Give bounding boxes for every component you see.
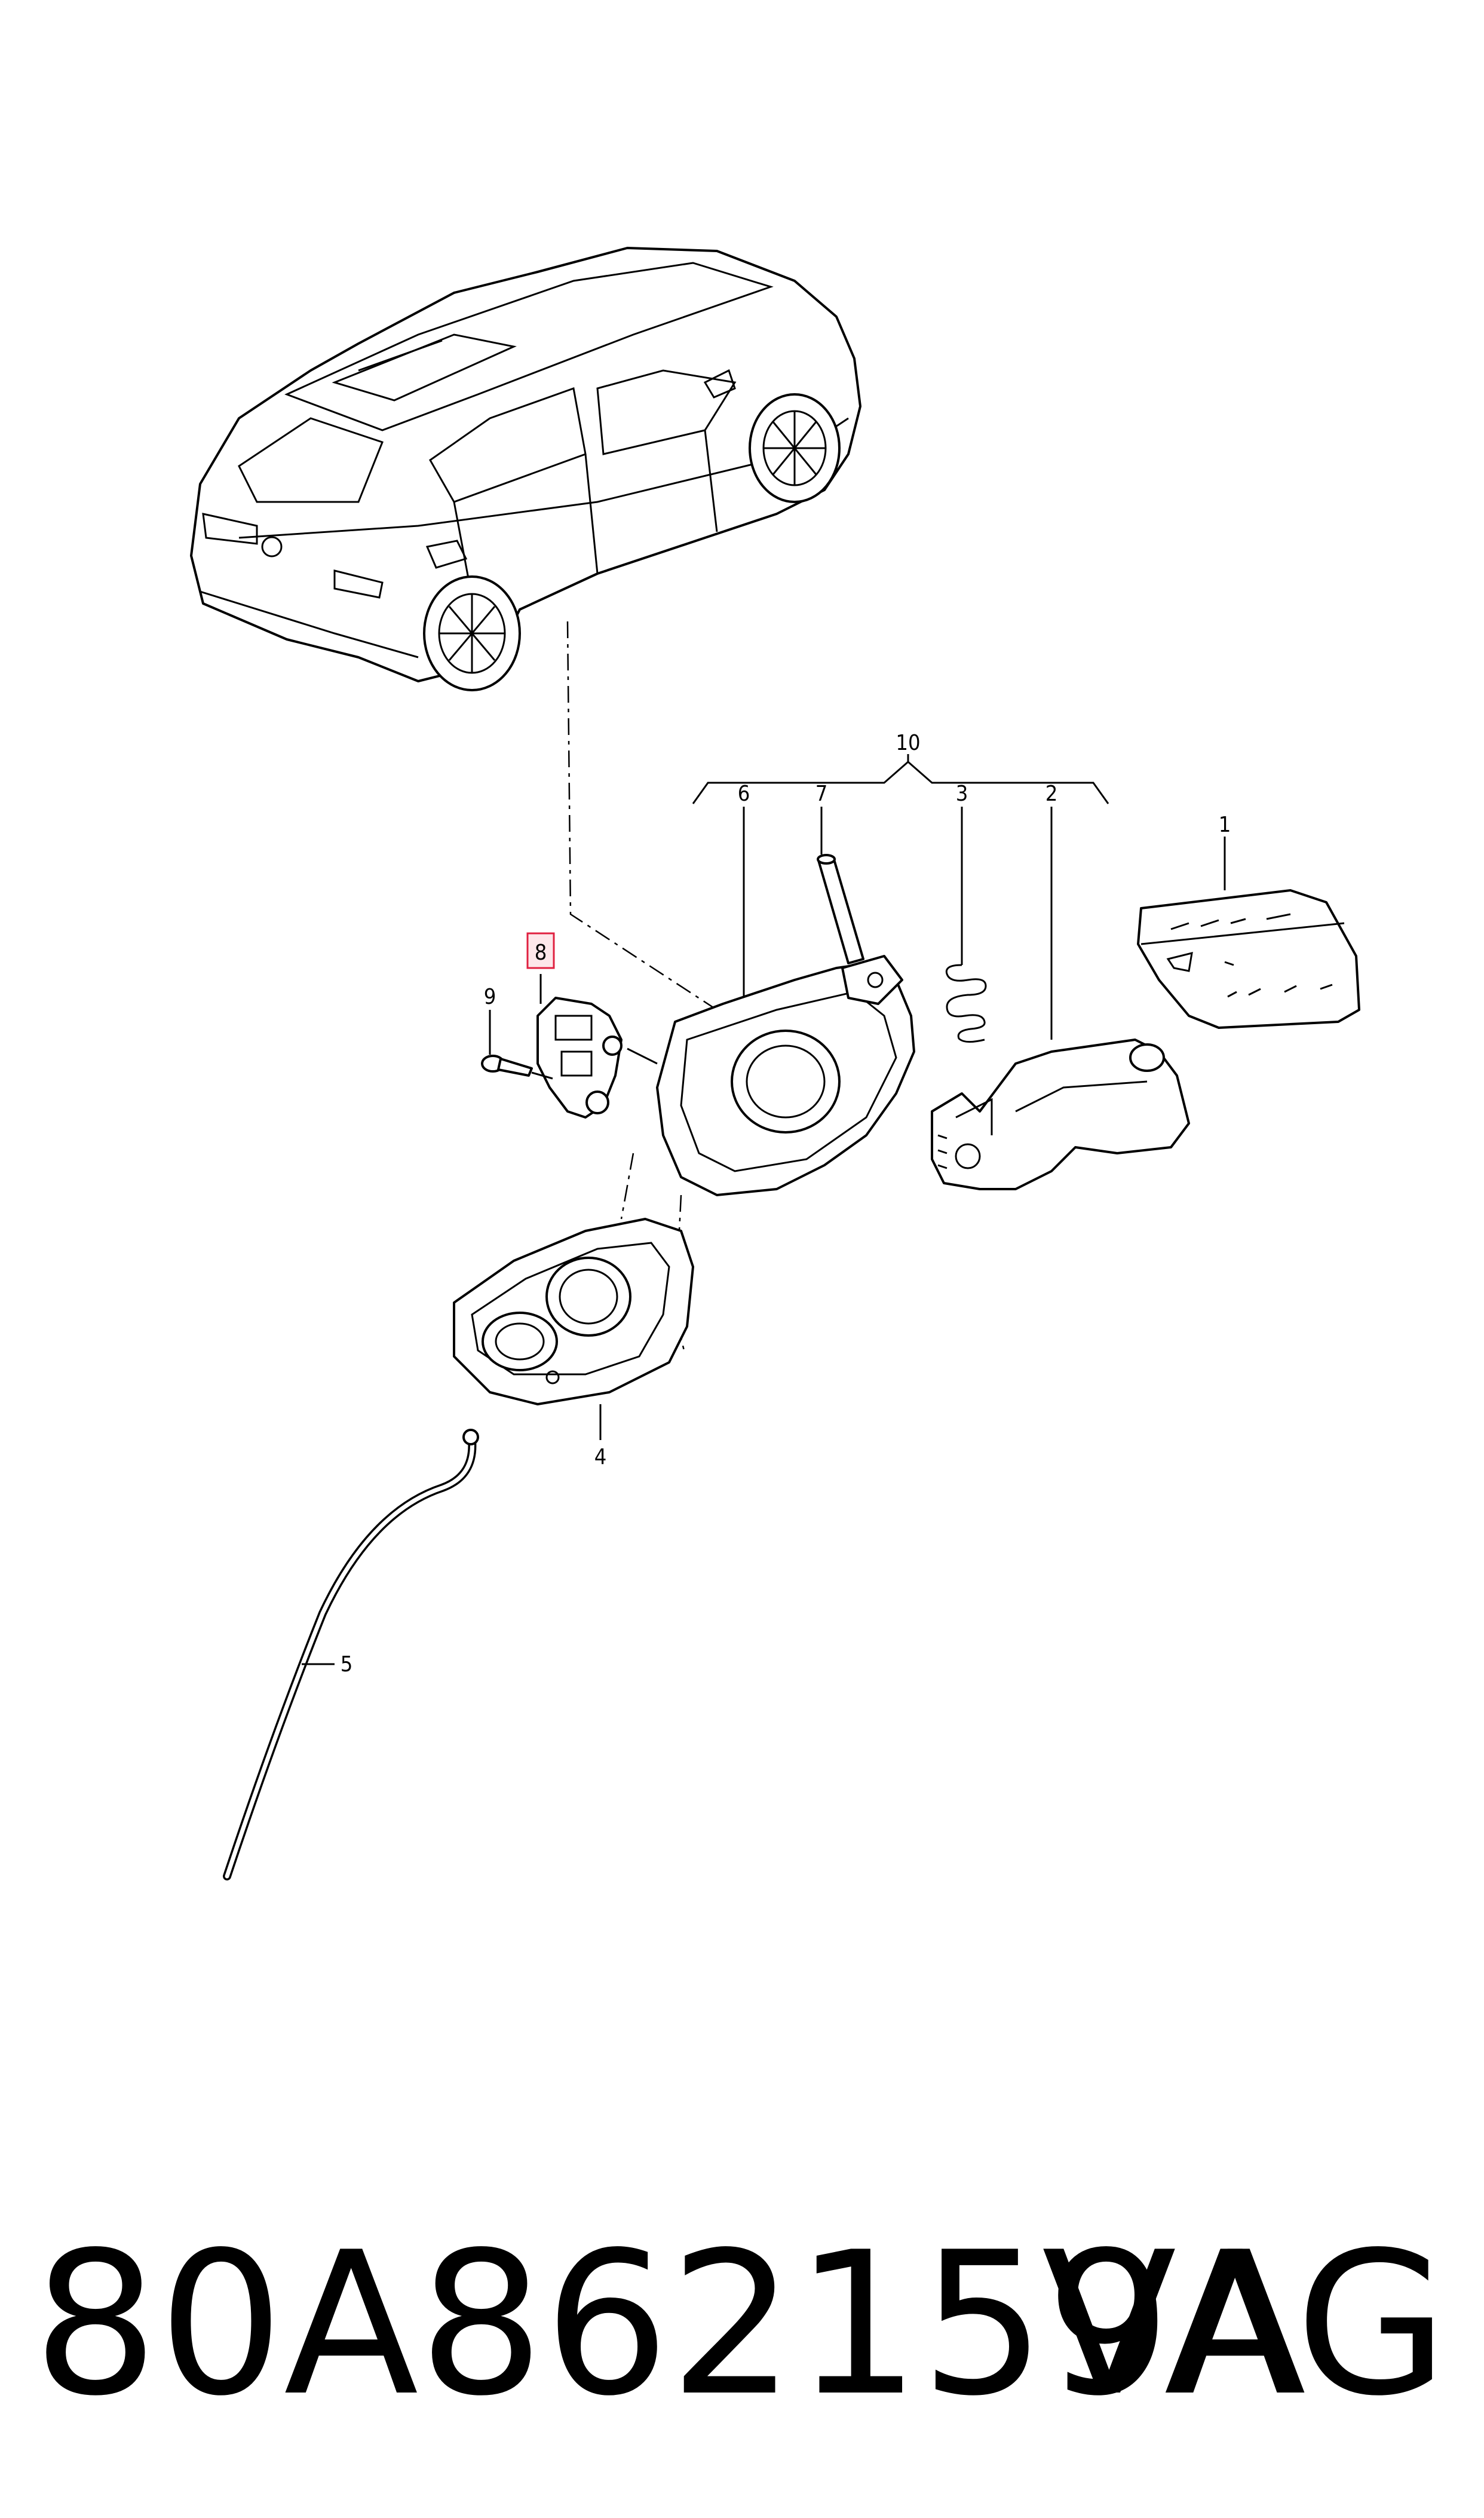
callout-10: 10 bbox=[896, 731, 920, 755]
footer: 80A862159A VAG bbox=[0, 2199, 1484, 2450]
callout-3: 3 bbox=[956, 782, 968, 806]
callout-5: 5 bbox=[341, 1652, 353, 1677]
callout-7: 7 bbox=[815, 782, 828, 806]
part-6-filler-housing bbox=[656, 955, 915, 1196]
part-8-actuator bbox=[536, 997, 623, 1119]
callout-4: 4 bbox=[594, 1445, 607, 1469]
part-4-filler-bowl bbox=[453, 1218, 694, 1405]
callout-9: 9 bbox=[484, 985, 496, 1009]
part-2-hinge bbox=[931, 1039, 1190, 1190]
brand-label: VAG bbox=[1041, 2210, 1448, 2439]
callout-8: 8 bbox=[535, 941, 547, 965]
highlight-box-8 bbox=[526, 932, 555, 969]
exploded-parts-diagram: 10 6 7 3 2 1 8 9 4 5 bbox=[190, 247, 1360, 1880]
part-7-pin bbox=[817, 854, 864, 964]
part-5-drain-hose bbox=[223, 1429, 479, 1880]
leader-8b bbox=[627, 1047, 658, 1065]
part-1-fuel-flap bbox=[1137, 889, 1360, 1029]
callout-6: 6 bbox=[738, 782, 750, 806]
callout-1: 1 bbox=[1219, 813, 1231, 837]
part-number: 80A862159A bbox=[33, 2210, 1307, 2439]
leader-9b bbox=[531, 1071, 553, 1080]
part-9-screw bbox=[481, 1055, 533, 1077]
vehicle-illustration bbox=[190, 247, 861, 691]
callout-2: 2 bbox=[1045, 782, 1058, 806]
group-bracket-10 bbox=[692, 754, 1109, 804]
part-3-spring bbox=[945, 964, 987, 1043]
